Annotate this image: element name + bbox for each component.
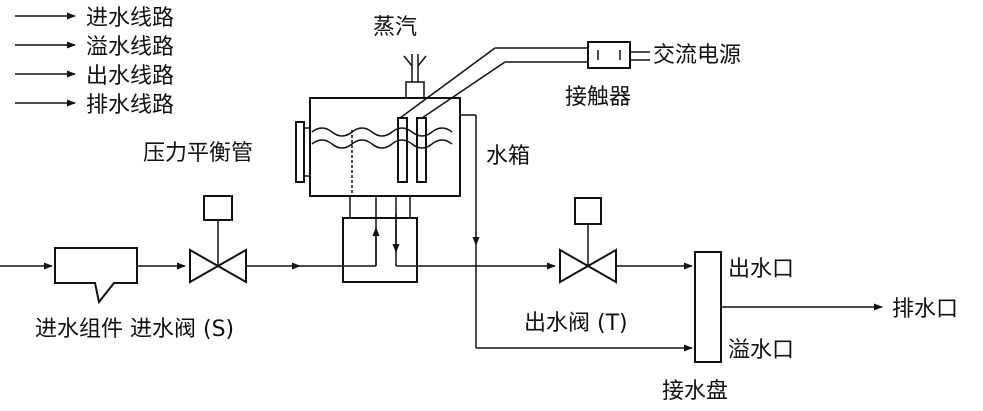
pressure-tube-label: 压力平衡管 [143, 141, 253, 166]
inlet-assembly-valve-label: 进水组件 进水阀 (S) [35, 317, 234, 342]
outlet-valve-body [559, 248, 617, 284]
electrode-left [397, 117, 408, 183]
legend-label-overflow: 溢水线路 [86, 35, 174, 60]
legend-item-drain: 排水线路 [15, 93, 174, 118]
outlet-valve [559, 197, 617, 284]
lower-chamber [342, 196, 418, 283]
legend-item-overflow: 溢水线路 [15, 35, 174, 60]
inlet-assembly-body [54, 247, 138, 305]
ac-power-label: 交流电源 [653, 43, 741, 68]
water-tank [309, 97, 461, 197]
water-surface-wave-2 [311, 139, 453, 149]
overflow-line [460, 114, 693, 352]
inlet-valve-actuator [203, 195, 233, 221]
legend-item-outlet: 出水线路 [15, 64, 174, 89]
drip-tray [694, 251, 722, 363]
steam-label: 蒸汽 [373, 15, 417, 40]
pressure-balance-tube [295, 121, 305, 183]
drip-tray-label: 接水盘 [662, 379, 728, 404]
water-surface-wave-1 [311, 127, 453, 137]
outlet-port-label: 出水口 [728, 257, 794, 282]
lower-chamber-box [342, 217, 418, 283]
contactor [587, 41, 631, 69]
electrode-wires [399, 47, 588, 119]
legend: 进水线路 溢水线路 出水线路 排水线路 [15, 6, 174, 118]
water-tank-label: 水箱 [486, 144, 530, 169]
legend-label-inlet: 进水线路 [86, 6, 174, 31]
inlet-assembly [54, 247, 138, 305]
contactor-box [587, 41, 631, 69]
electrode-right [416, 117, 427, 183]
steam-outlet [403, 54, 427, 99]
legend-item-inlet: 进水线路 [15, 6, 174, 31]
inlet-valve-body [189, 248, 247, 284]
water-tank-body [309, 97, 461, 197]
contactor-label: 接触器 [565, 85, 631, 110]
overflow-port-label: 溢水口 [728, 338, 794, 363]
legend-label-outlet: 出水线路 [86, 64, 174, 89]
drain-port-label: 排水口 [892, 297, 958, 322]
legend-label-drain: 排水线路 [86, 93, 174, 118]
inlet-valve [189, 195, 247, 284]
outlet-valve-label: 出水阀 (T) [524, 311, 628, 336]
outlet-valve-actuator [574, 197, 602, 225]
